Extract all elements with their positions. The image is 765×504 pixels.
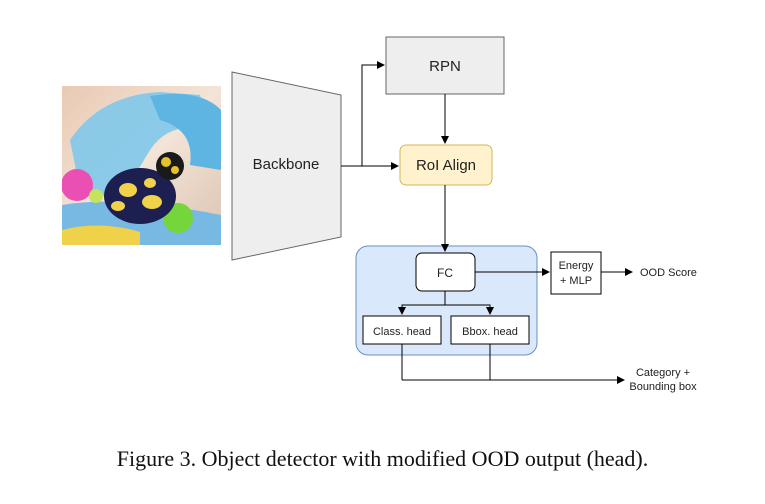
figure-caption: Figure 3. Object detector with modified …: [116, 446, 649, 471]
arrow-backbone-rpn: [361, 61, 385, 166]
ood-score-label: OOD Score: [640, 267, 697, 279]
class-head-label: Class. head: [373, 326, 431, 338]
category-label-line1: Category +: [636, 367, 690, 379]
arrow-split-bbox: [445, 304, 494, 315]
arrow-split-class: [398, 304, 445, 315]
bbox-head-box: [450, 315, 530, 345]
energy-mlp-label-line2: + MLP: [560, 275, 592, 287]
roi-align-label: RoI Align: [416, 157, 476, 174]
energy-mlp-label-line1: Energy: [559, 260, 594, 272]
category-label-line2: Bounding box: [629, 381, 697, 393]
class-head-box: [362, 315, 442, 345]
backbone-block: [231, 71, 342, 261]
energy-mlp-box: [550, 251, 602, 295]
bbox-head-label: Bbox. head: [462, 326, 518, 338]
fc-label: FC: [437, 266, 453, 280]
backbone-label: Backbone: [253, 156, 320, 173]
architecture-diagram: Backbone RPN RoI Align FC Class. head Bb…: [62, 36, 697, 393]
roi-align-box: [399, 144, 493, 186]
input-image: [62, 86, 221, 245]
connectors: [341, 61, 633, 384]
rpn-box: [385, 36, 505, 95]
rpn-label: RPN: [429, 58, 461, 75]
